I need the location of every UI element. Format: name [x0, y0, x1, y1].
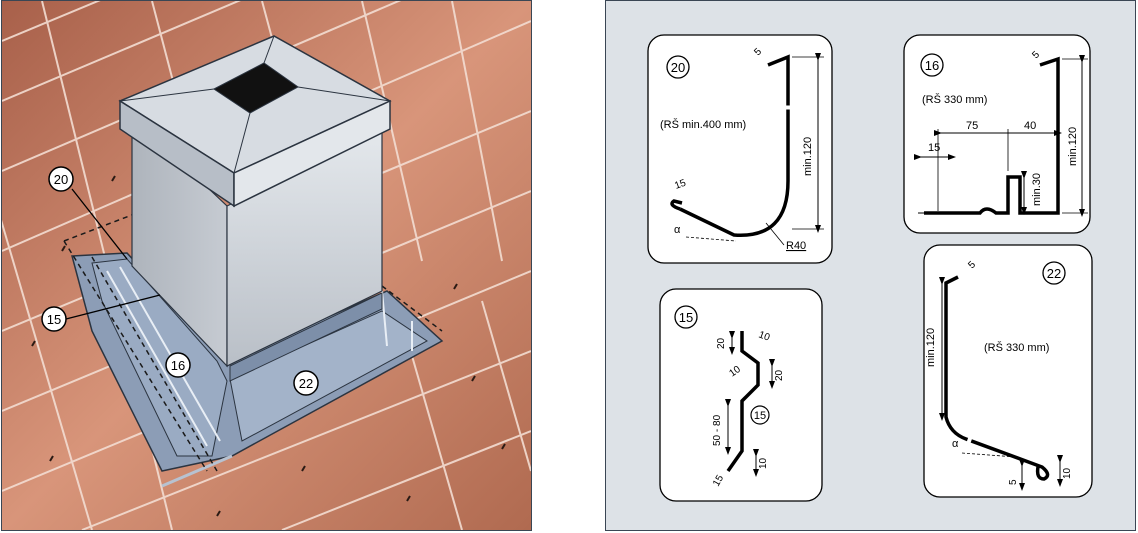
- profile-16-shape: [924, 56, 1060, 215]
- detail-22-note: (RŠ 330 mm): [984, 341, 1049, 354]
- chimney-scene: 20 15 16 22: [2, 1, 531, 530]
- callout-15: 15: [41, 306, 67, 332]
- detail-15-dim-b: 10: [757, 329, 772, 343]
- dashed-outline: [63, 212, 443, 472]
- profile-details-panel: 20 (RŠ min.400 mm) min.120 5 15 R40 α 16…: [605, 0, 1136, 531]
- detail-15-dim-g: 15: [711, 473, 726, 489]
- detail-22-height: min.120: [925, 328, 937, 367]
- svg-text:20: 20: [54, 172, 68, 187]
- svg-text:15: 15: [47, 312, 61, 327]
- detail-16-number: 16: [925, 58, 939, 73]
- detail-20-note: (RŠ min.400 mm): [660, 118, 746, 131]
- detail-16-dim-b: 40: [1024, 120, 1036, 132]
- detail-22-dim-b: 5: [1008, 479, 1019, 485]
- callout-20: 20: [48, 166, 74, 192]
- seam-line: [119, 266, 221, 442]
- leader-20: [71, 188, 128, 260]
- detail-15-dim-a: 20: [716, 337, 727, 349]
- profile-22-shape: [944, 275, 1050, 481]
- detail-15: 15 20 10 20 10 15 50 - 80 10 15: [659, 288, 823, 502]
- detail-15-dim-c: 20: [774, 369, 785, 381]
- counter-flashing: [229, 292, 383, 382]
- apron-flashing-22: [229, 310, 428, 442]
- detail-16-dim-d: min.30: [1031, 173, 1043, 206]
- detail-22-number: 22: [1047, 266, 1061, 281]
- callout-16: 16: [165, 352, 191, 378]
- leader-15: [65, 294, 161, 320]
- svg-text:16: 16: [171, 358, 185, 373]
- detail-22-dim-c: 10: [1062, 467, 1073, 479]
- detail-16-dim-a: 75: [966, 120, 978, 132]
- detail-20: 20 (RŠ min.400 mm) min.120 5 15 R40 α: [647, 34, 833, 264]
- detail-15-dim-e: 50 - 80: [712, 414, 723, 446]
- detail-15-dim-f: 10: [758, 457, 769, 469]
- callout-22: 22: [293, 370, 319, 396]
- detail-22-angle: α: [952, 438, 959, 450]
- detail-15-number: 15: [679, 310, 693, 325]
- detail-22: 22 (RŠ 330 mm) min.120 5 α 5 10: [923, 244, 1093, 498]
- detail-20-dim-left: 15: [673, 178, 688, 192]
- profile-15-shape: [726, 331, 760, 473]
- seam-line: [381, 290, 388, 347]
- chimney-cap-side: [233, 99, 391, 208]
- detail-15-inner-number: 15: [754, 410, 766, 422]
- detail-20-radius: R40: [786, 240, 806, 252]
- seam-line: [106, 270, 208, 447]
- detail-20-number: 20: [671, 60, 685, 75]
- flashing-edge: [161, 454, 233, 488]
- cap-ridge-lines: [119, 35, 391, 174]
- svg-text:22: 22: [299, 376, 313, 391]
- detail-16: 16 (RŠ 330 mm) min.120 75 40 15 min.30 5: [903, 34, 1091, 234]
- detail-16-dim-c: 15: [928, 142, 940, 154]
- detail-16-height: min.120: [1067, 127, 1079, 166]
- detail-20-angle: α: [674, 224, 681, 236]
- profile-details: 20 (RŠ min.400 mm) min.120 5 15 R40 α 16…: [647, 34, 1093, 502]
- chimney-illustration: 20 15 16 22: [1, 0, 532, 531]
- profile-20-shape: [679, 54, 790, 237]
- detail-16-note: (RŠ 330 mm): [922, 93, 987, 106]
- detail-20-height: min.120: [802, 137, 814, 176]
